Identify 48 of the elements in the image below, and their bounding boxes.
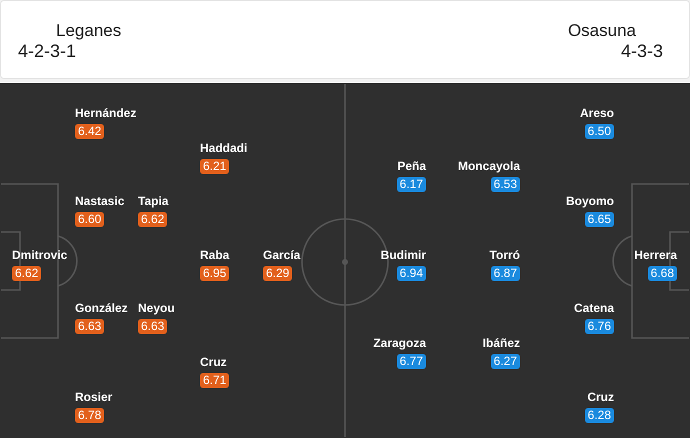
player-name: Tapia xyxy=(138,194,168,208)
player-name: Moncayola xyxy=(458,159,520,173)
player-name: García xyxy=(263,248,300,262)
rating-badge: 6.60 xyxy=(75,212,104,227)
player-name: Budimir xyxy=(380,248,426,262)
rating-badge: 6.76 xyxy=(584,319,614,334)
formation-label: 4-3-3 xyxy=(620,42,663,60)
player-name: Neyou xyxy=(138,301,175,315)
rating-badge: 6.21 xyxy=(200,159,230,174)
player-name: Haddadi xyxy=(200,141,248,155)
rating-badge: 6.77 xyxy=(396,354,426,369)
player-name: Dmitrovic xyxy=(12,248,68,262)
rating-badge: 6.63 xyxy=(138,319,168,334)
player-name: Torró xyxy=(490,248,520,262)
player-name: Cruz xyxy=(200,355,227,369)
rating-badge: 6.17 xyxy=(396,177,426,192)
team-name: Osasuna xyxy=(568,22,636,39)
rating-badge: 6.28 xyxy=(584,408,614,423)
rating-badge: 6.27 xyxy=(490,354,520,369)
rating-badge: 6.62 xyxy=(12,266,42,281)
rating-badge: 6.95 xyxy=(200,266,230,281)
player-name: Nastasic xyxy=(75,194,124,208)
player-name: Zaragoza xyxy=(373,336,426,350)
player-name: Raba xyxy=(200,248,230,262)
rating-badge: 6.42 xyxy=(75,124,104,139)
player-name: Cruz xyxy=(587,390,614,404)
rating-badge: 6.53 xyxy=(490,177,520,192)
rating-badge: 6.87 xyxy=(490,266,520,281)
player-name: Hernández xyxy=(75,106,136,120)
rating-badge: 6.63 xyxy=(75,319,104,334)
rating-badge: 6.29 xyxy=(263,266,292,281)
formation-label: 4-2-3-1 xyxy=(18,42,76,60)
player-name: Catena xyxy=(574,301,614,315)
player-name: Boyomo xyxy=(566,194,614,208)
player-name: Areso xyxy=(580,106,614,120)
player-name: Herrera xyxy=(634,248,677,262)
player-name: González xyxy=(75,301,128,315)
rating-badge: 6.94 xyxy=(396,266,426,281)
rating-badge: 6.50 xyxy=(584,124,614,139)
rating-badge: 6.68 xyxy=(648,266,677,281)
rating-badge: 6.65 xyxy=(584,212,614,227)
rating-badge: 6.78 xyxy=(75,408,104,423)
rating-badge: 6.62 xyxy=(138,212,168,227)
player-name: Rosier xyxy=(75,390,112,404)
player-name: Ibáñez xyxy=(482,336,520,350)
team-name: Leganes xyxy=(56,22,122,39)
rating-badge: 6.71 xyxy=(200,373,230,388)
player-name: Peña xyxy=(397,159,426,173)
